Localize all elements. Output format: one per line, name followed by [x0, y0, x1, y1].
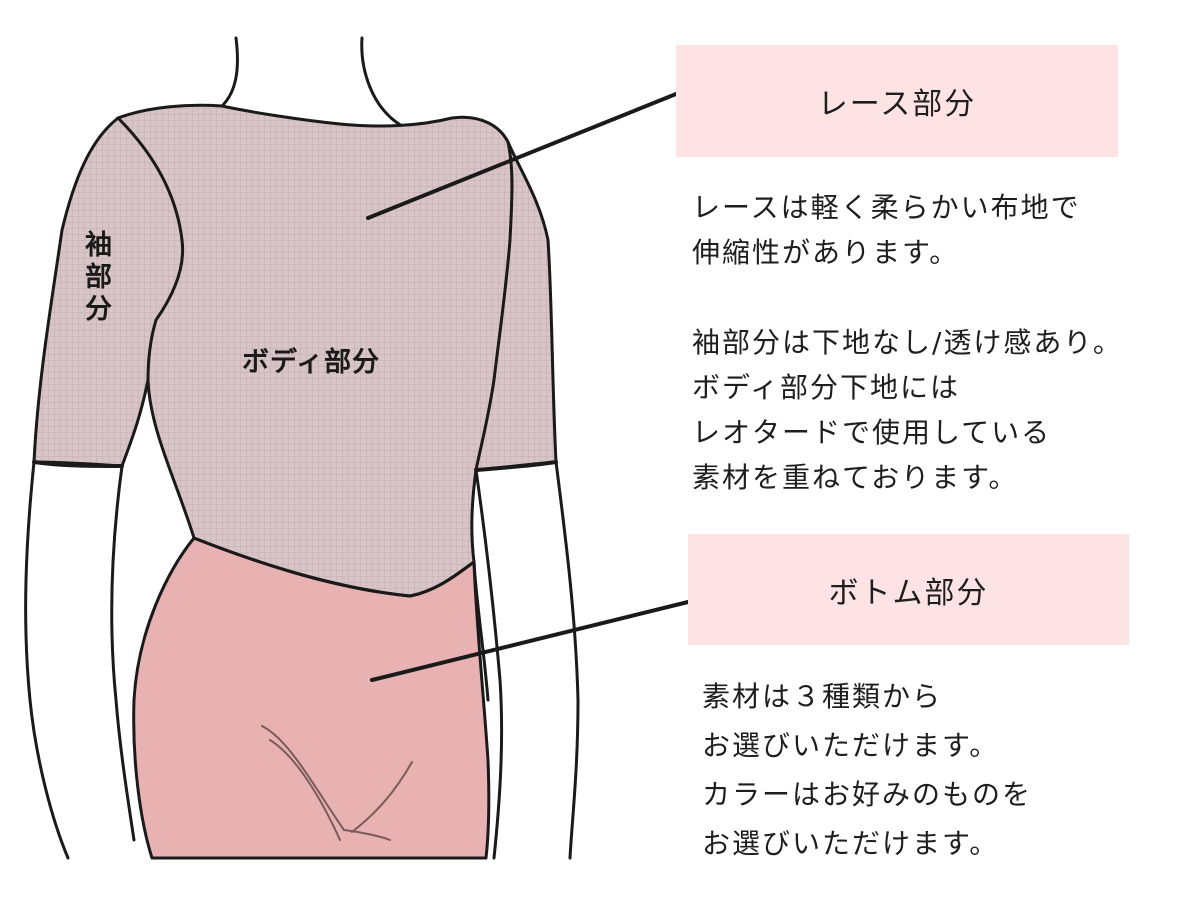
lace-label-box-bg	[676, 45, 1118, 157]
lace-desc-line-2: 伸縮性があります。	[692, 236, 960, 269]
neck-left-line	[220, 36, 239, 108]
right-sleeve-hem	[474, 460, 558, 472]
right-arm-inner	[474, 468, 504, 860]
bottom-pointer-line	[370, 600, 690, 682]
lace-pointer-line	[366, 92, 678, 220]
lace-description: レースは軽く柔らかい布地で 伸縮性があります。 袖部分は下地なし/透け感あり。 …	[692, 185, 1123, 500]
bottom-desc-line-2: お選びいただけます。	[702, 729, 1000, 762]
right-sleeve-seam	[474, 140, 514, 472]
bottom-label-box-bg	[688, 534, 1129, 645]
lace-desc-line-5: ボディ部分下地には	[692, 371, 961, 404]
bottom-part-title: ボトム部分	[828, 575, 989, 611]
left-arm-inner	[110, 464, 136, 842]
bottom-crease-lines	[261, 725, 413, 841]
lace-desc-line-6: レオタードで使用している	[692, 416, 1052, 449]
lace-desc-line-4: 袖部分は下地なし/透け感あり。	[692, 326, 1123, 359]
figure-outline	[24, 36, 580, 860]
neck-right-line	[360, 36, 404, 128]
lace-desc-line-1: レースは軽く柔らかい布地で	[692, 191, 1081, 224]
right-arm-outer	[554, 460, 580, 860]
lace-desc-line-7: 素材を重ねております。	[692, 461, 1019, 494]
lace-part-title: レース部分	[817, 87, 977, 122]
waist-seam	[192, 536, 476, 598]
lace-desc-spacer	[692, 275, 1123, 320]
left-arm-outer	[24, 460, 70, 860]
bottom-desc-line-1: 素材は３種類から	[702, 680, 943, 713]
body-part-label: ボディ部分	[242, 347, 381, 378]
lace-seams	[32, 116, 558, 702]
left-sleeve-hem	[32, 460, 124, 468]
bottom-description: 素材は３種類から お選びいただけます。 カラーはお好みのものを お選びいただけま…	[702, 672, 1032, 868]
bottom-desc-line-3: カラーはお好みのものを	[702, 778, 1033, 811]
sleeve-part-label: 袖部分	[85, 230, 113, 325]
bottom-desc-line-4: お選びいただけます。	[702, 827, 1000, 860]
right-armpit-line	[472, 560, 490, 702]
left-sleeve-seam	[116, 116, 185, 382]
